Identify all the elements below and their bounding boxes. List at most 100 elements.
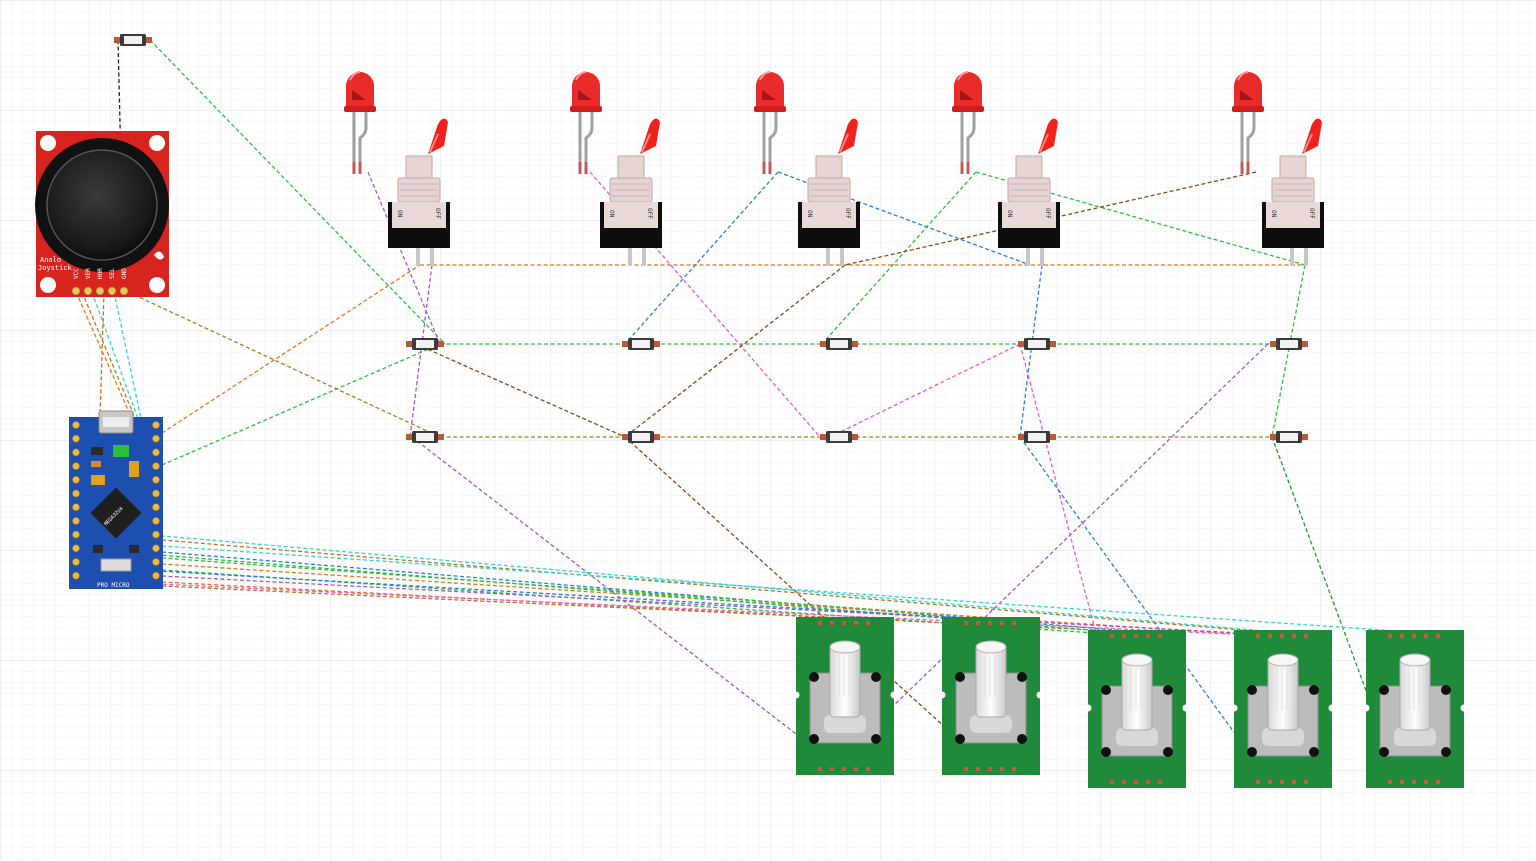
rotary-encoder[interactable] (1084, 630, 1190, 788)
wire[interactable] (127, 291, 441, 438)
joystick-knob[interactable] (46, 149, 158, 261)
header-pin[interactable] (152, 544, 160, 553)
wire[interactable] (415, 343, 626, 438)
header-pin[interactable] (152, 517, 160, 525)
mount-hole (149, 277, 165, 293)
header-pin[interactable] (152, 558, 160, 566)
led[interactable] (1232, 71, 1264, 174)
pin-label: VER (85, 268, 92, 279)
wire[interactable] (71, 579, 1231, 635)
header-pin[interactable] (152, 530, 160, 539)
header-pin[interactable] (72, 475, 80, 484)
header-pin[interactable] (152, 434, 160, 443)
switch-off-label: OFF (646, 208, 653, 219)
component (91, 475, 105, 485)
board-label: PRO MICRO (97, 582, 130, 589)
pin-pad[interactable] (95, 286, 105, 296)
pin-pad[interactable] (119, 286, 129, 296)
resistor[interactable] (114, 34, 152, 46)
resistor[interactable] (406, 431, 444, 443)
rotary-encoder[interactable] (792, 617, 898, 775)
joystick-module[interactable]: Analo Joystick VCC VER HOR SEL GND (35, 131, 169, 297)
header-pin[interactable] (152, 571, 160, 580)
resistor[interactable] (820, 431, 858, 443)
header-pin[interactable] (72, 517, 80, 525)
header-pin[interactable] (72, 448, 80, 457)
wire[interactable] (624, 171, 779, 345)
pin-pad[interactable] (107, 286, 117, 296)
wire[interactable] (1271, 264, 1306, 438)
wire[interactable] (409, 264, 433, 438)
wire[interactable] (161, 575, 1261, 635)
wire[interactable] (161, 264, 421, 434)
wire[interactable] (975, 171, 1306, 266)
resistor[interactable] (820, 338, 858, 350)
wire[interactable] (821, 171, 977, 345)
led[interactable] (952, 71, 984, 174)
wire[interactable] (69, 527, 1301, 635)
wire[interactable] (71, 565, 1001, 621)
led[interactable] (344, 71, 376, 174)
header-pin[interactable] (152, 503, 160, 512)
pin-pad[interactable] (71, 286, 81, 296)
wire[interactable] (91, 291, 143, 431)
wire[interactable] (161, 557, 1021, 621)
wire[interactable] (75, 291, 149, 456)
header-pin[interactable] (72, 489, 80, 498)
rotary-encoder[interactable] (1362, 630, 1468, 788)
resistor[interactable] (622, 431, 660, 443)
header-pin[interactable] (152, 462, 160, 470)
wire[interactable] (829, 343, 1021, 438)
wire[interactable] (367, 171, 441, 345)
switch-on-label: ON (396, 210, 403, 218)
rotary-encoder[interactable] (938, 617, 1044, 775)
leds-group (344, 71, 1264, 174)
resistor[interactable] (1270, 338, 1308, 350)
led-body (756, 72, 784, 108)
header-pin[interactable] (72, 503, 80, 512)
led-body (1234, 72, 1262, 108)
resistor[interactable] (406, 338, 444, 350)
header-pin[interactable] (72, 558, 80, 566)
wire[interactable] (99, 291, 105, 419)
led[interactable] (570, 71, 602, 174)
resistor[interactable] (1018, 431, 1056, 443)
header-pin[interactable] (72, 434, 80, 443)
wire[interactable] (859, 343, 1269, 739)
wire[interactable] (161, 539, 1291, 635)
resistor[interactable] (1270, 431, 1308, 443)
mount-hole (40, 135, 56, 151)
header-pin[interactable] (72, 462, 80, 470)
header-pin[interactable] (152, 448, 160, 457)
wire[interactable] (1019, 264, 1043, 438)
resistors-group (406, 338, 1308, 443)
pin-pad[interactable] (83, 286, 93, 296)
wire[interactable] (624, 264, 846, 438)
wire[interactable] (624, 436, 991, 769)
wire[interactable] (411, 436, 841, 769)
header-pin[interactable] (152, 421, 160, 429)
led[interactable] (754, 71, 786, 174)
header-pin[interactable] (72, 530, 80, 539)
wire[interactable] (161, 343, 441, 466)
header-pin[interactable] (152, 489, 160, 498)
rotary-encoder[interactable] (1230, 630, 1336, 788)
header-pin[interactable] (152, 475, 160, 484)
wire[interactable] (149, 39, 446, 345)
wire[interactable] (161, 545, 1441, 635)
resistor[interactable] (622, 338, 660, 350)
header-pin[interactable] (72, 421, 80, 429)
pro-micro-board[interactable]: MEGA32U4 PRO MICRO (69, 410, 163, 589)
wire[interactable] (777, 171, 1031, 266)
header-pin[interactable] (72, 571, 80, 580)
resistor[interactable] (1018, 338, 1056, 350)
wire[interactable] (81, 291, 136, 419)
wire[interactable] (161, 585, 1181, 635)
header-pin[interactable] (72, 544, 80, 553)
